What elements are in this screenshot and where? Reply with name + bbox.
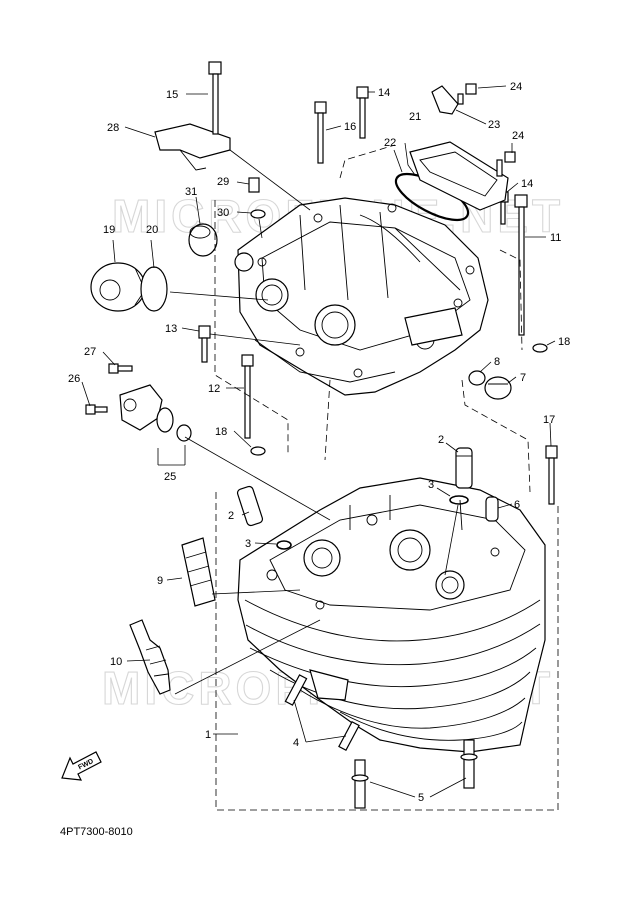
cover-plate-21: [409, 141, 509, 211]
callout-9: 9: [157, 575, 163, 587]
callout-21: 21: [409, 111, 421, 123]
callout-20: 20: [146, 224, 158, 236]
bolt-24-mid: [496, 151, 516, 177]
callout-26: 26: [68, 373, 80, 385]
screw-13: [198, 325, 211, 363]
bolt-26: [85, 404, 108, 415]
stud-5-right: [460, 739, 478, 789]
callout-7: 7: [520, 372, 526, 384]
oring-20: [140, 266, 168, 312]
circlip-3-left: [276, 540, 292, 550]
callouts: 15 28 16 14 21 22 23 24 24 14 11 18 8 7 …: [68, 81, 570, 804]
bracket-23: [431, 85, 459, 115]
spark-plug-10: [129, 619, 171, 695]
valve-guide-2-left: [236, 485, 264, 527]
plug-31: [188, 223, 218, 257]
callout-11: 11: [550, 232, 561, 244]
bolt-29: [248, 177, 260, 193]
callout-18-left: 18: [215, 426, 227, 438]
callout-6: 6: [514, 499, 520, 511]
callout-13: 13: [165, 323, 177, 335]
bolt-12: [241, 354, 254, 439]
callout-30: 30: [217, 207, 229, 219]
callout-18-right: 18: [558, 336, 570, 348]
callout-5: 5: [418, 792, 424, 804]
callout-2-left: 2: [228, 510, 234, 522]
stud-4-upper: [284, 674, 308, 706]
callout-10: 10: [110, 656, 122, 668]
callout-12: 12: [208, 383, 220, 395]
valve-guide-2-right: [455, 447, 473, 489]
callout-24-mid: 24: [512, 130, 524, 142]
callout-22: 22: [384, 137, 396, 149]
callout-25: 25: [164, 471, 176, 483]
stud-5-left: [351, 759, 369, 809]
callout-29: 29: [217, 176, 229, 188]
bolt-16: [314, 101, 327, 164]
callout-2-right: 2: [438, 434, 444, 446]
circlip-3-right: [449, 495, 469, 505]
callout-19: 19: [103, 224, 115, 236]
callout-16: 16: [344, 121, 356, 133]
callout-15: 15: [166, 89, 178, 101]
callout-3-left: 3: [245, 538, 251, 550]
fwd-arrow-icon: FWD: [61, 751, 102, 781]
callout-3-right: 3: [428, 479, 434, 491]
callout-23: 23: [488, 119, 500, 131]
bolt-24-top: [457, 83, 477, 105]
head-cover: [234, 197, 489, 396]
bolt-15: [208, 61, 222, 135]
callout-24-top: 24: [510, 81, 522, 93]
bolt-27: [108, 363, 133, 374]
callout-31: 31: [185, 186, 197, 198]
stud-17: [545, 445, 558, 505]
callout-1: 1: [205, 729, 211, 741]
callout-4: 4: [293, 737, 299, 749]
oring-25: [176, 424, 192, 442]
bracket-28: [154, 123, 231, 159]
callout-27: 27: [84, 346, 96, 358]
cap-19: [90, 262, 146, 312]
leader-lines: [81, 85, 556, 798]
bolt-11: [514, 194, 528, 336]
callout-14-top: 14: [378, 87, 390, 99]
plug-7: [484, 376, 512, 400]
pipe-9: [181, 537, 216, 607]
bolt-14-top: [356, 86, 369, 139]
dowel-6: [485, 496, 499, 522]
washer-30: [250, 209, 266, 219]
callout-28: 28: [107, 122, 119, 134]
callout-8: 8: [494, 356, 500, 368]
catalog-code: 4PT7300-8010: [60, 826, 133, 838]
tensioner-25: [119, 384, 174, 433]
cylinder-head: [237, 477, 546, 753]
callout-17: 17: [543, 414, 555, 426]
callout-14-right: 14: [521, 178, 533, 190]
oring-8: [468, 370, 486, 386]
stud-4-lower: [338, 720, 360, 752]
washer-18-left: [250, 446, 266, 456]
washer-18-right: [532, 343, 548, 353]
